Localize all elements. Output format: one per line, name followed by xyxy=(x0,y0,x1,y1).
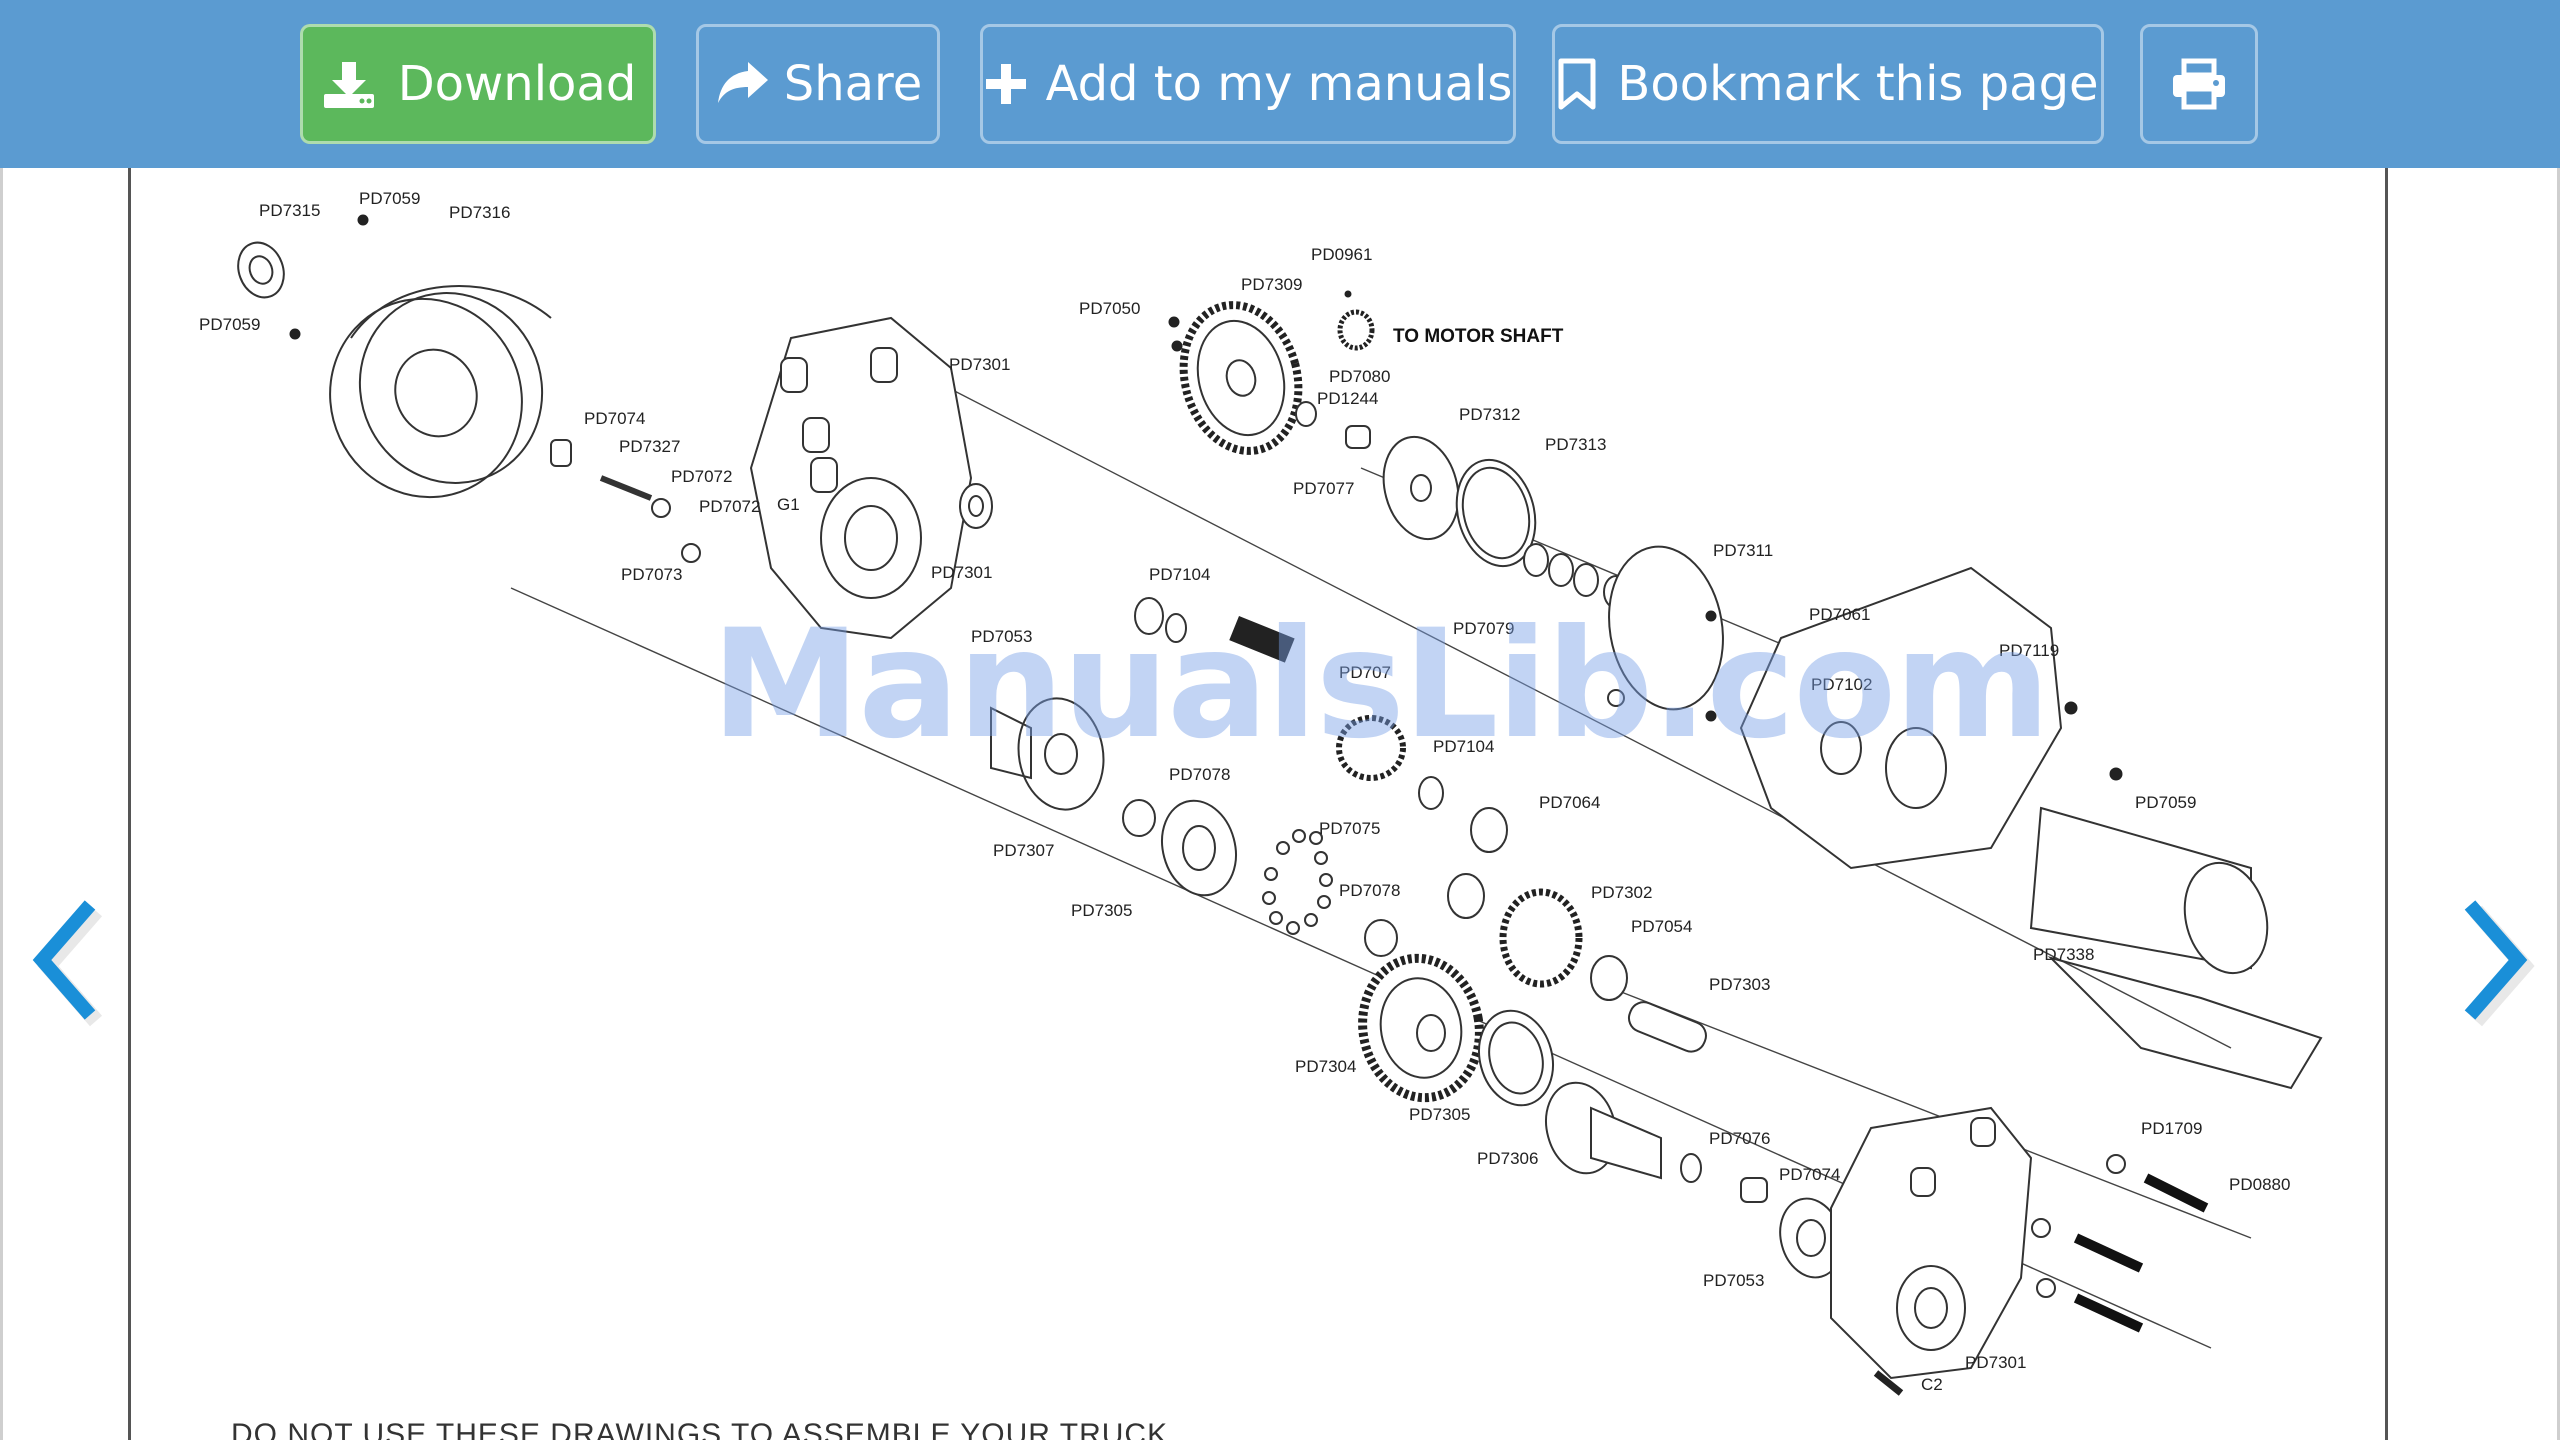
label-pd7309: PD7309 xyxy=(1241,275,1302,294)
bookmark-icon xyxy=(1557,58,1597,110)
label-pd707: PD707 xyxy=(1339,663,1391,682)
bookmark-label: Bookmark this page xyxy=(1617,56,2099,112)
next-page-button[interactable] xyxy=(2440,880,2550,1040)
label-pd7303: PD7303 xyxy=(1709,975,1770,994)
label-pd7315: PD7315 xyxy=(259,201,320,220)
label-pd7078-a: PD7078 xyxy=(1169,765,1230,784)
printer-icon xyxy=(2170,58,2228,110)
label-g1: G1 xyxy=(777,495,800,514)
plus-icon xyxy=(984,62,1028,106)
label-pd7301-c: PD7301 xyxy=(1965,1353,2026,1372)
label-pd7077: PD7077 xyxy=(1293,479,1354,498)
label-pd7304: PD7304 xyxy=(1295,1057,1356,1076)
label-pd7061: PD7061 xyxy=(1809,605,1870,624)
label-pd7313: PD7313 xyxy=(1545,435,1606,454)
footnote-text: DO NOT USE THESE DRAWINGS TO ASSEMBLE YO… xyxy=(231,1418,1169,1440)
gear-cover-part xyxy=(329,284,552,499)
chevron-right-icon xyxy=(2464,900,2535,1027)
viewer-border-right xyxy=(2557,168,2560,1440)
label-pd7301-a: PD7301 xyxy=(949,355,1010,374)
label-pd7050: PD7050 xyxy=(1079,299,1140,318)
lower-housing-part xyxy=(1830,1106,2033,1380)
download-label: Download xyxy=(397,56,637,112)
share-icon xyxy=(714,58,772,110)
label-pd7102: PD7102 xyxy=(1811,675,1872,694)
label-pd7074-b: PD7074 xyxy=(1779,1165,1840,1184)
label-pd7119: PD7119 xyxy=(1999,641,2059,660)
label-pd7054: PD7054 xyxy=(1631,917,1692,936)
label-pd7053-a: PD7053 xyxy=(971,627,1032,646)
label-pd7306: PD7306 xyxy=(1477,1149,1538,1168)
label-pd7338: PD7338 xyxy=(2033,945,2094,964)
label-pd0961: PD0961 xyxy=(1311,245,1372,264)
label-pd7075: PD7075 xyxy=(1319,819,1380,838)
label-pd7305-b: PD7305 xyxy=(1409,1105,1470,1124)
download-button[interactable]: Download xyxy=(300,24,656,144)
label-pd7064: PD7064 xyxy=(1539,793,1600,812)
label-pd7312: PD7312 xyxy=(1459,405,1520,424)
ball-bearing-ring xyxy=(1262,829,1333,935)
top-toolbar: Download Share Add to my manuals Bookmar… xyxy=(0,0,2560,168)
manual-page[interactable]: PD7315 PD7059 PD7316 PD7059 PD7074 PD732… xyxy=(128,168,2388,1440)
label-pd7059-a: PD7059 xyxy=(359,189,420,208)
exploded-parts-diagram: PD7315 PD7059 PD7316 PD7059 PD7074 PD732… xyxy=(199,189,2323,1396)
label-pd7327: PD7327 xyxy=(619,437,680,456)
label-pd7053-b: PD7053 xyxy=(1703,1271,1764,1290)
previous-page-button[interactable] xyxy=(10,880,120,1040)
label-pd7311: PD7311 xyxy=(1713,541,1773,560)
share-label: Share xyxy=(783,56,923,112)
label-pd7301-b: PD7301 xyxy=(931,563,992,582)
label-pd7307: PD7307 xyxy=(993,841,1054,860)
gearbox-housing-part xyxy=(749,316,973,640)
label-pd7059-b: PD7059 xyxy=(199,315,260,334)
motor-part xyxy=(2029,806,2323,1090)
motor-plate-part xyxy=(1607,545,2123,870)
add-to-manuals-button[interactable]: Add to my manuals xyxy=(980,24,1516,144)
label-pd7072-b: PD7072 xyxy=(699,497,760,516)
label-pd0880: PD0880 xyxy=(2229,1175,2290,1194)
print-button[interactable] xyxy=(2140,24,2258,144)
label-pd7074-a: PD7074 xyxy=(584,409,645,428)
add-to-manuals-label: Add to my manuals xyxy=(1045,56,1513,112)
label-pd7078-b: PD7078 xyxy=(1339,881,1400,900)
large-gear-part xyxy=(1358,953,1484,1103)
label-pd1709: PD1709 xyxy=(2141,1119,2202,1138)
viewer-border-left xyxy=(0,168,3,1440)
bookmark-button[interactable]: Bookmark this page xyxy=(1552,24,2104,144)
label-pd1244: PD1244 xyxy=(1317,389,1378,408)
label-pd7072-a: PD7072 xyxy=(671,467,732,486)
label-pd7104-b: PD7104 xyxy=(1433,737,1494,756)
label-c2: C2 xyxy=(1921,1375,1943,1394)
motor-shaft-note: TO MOTOR SHAFT xyxy=(1393,326,1564,347)
label-pd7073: PD7073 xyxy=(621,565,682,584)
label-pd7059-c: PD7059 xyxy=(2135,793,2196,812)
label-pd7302: PD7302 xyxy=(1591,883,1652,902)
download-icon xyxy=(320,58,378,110)
label-pd7080: PD7080 xyxy=(1329,367,1390,386)
label-pd7104-a: PD7104 xyxy=(1149,565,1210,584)
label-pd7076: PD7076 xyxy=(1709,1129,1770,1148)
label-pd7305-a: PD7305 xyxy=(1071,901,1132,920)
label-pd7079: PD7079 xyxy=(1453,619,1514,638)
label-pd7316: PD7316 xyxy=(449,203,510,222)
share-button[interactable]: Share xyxy=(696,24,940,144)
spur-gear-part xyxy=(1179,301,1303,455)
chevron-left-icon xyxy=(32,900,103,1027)
